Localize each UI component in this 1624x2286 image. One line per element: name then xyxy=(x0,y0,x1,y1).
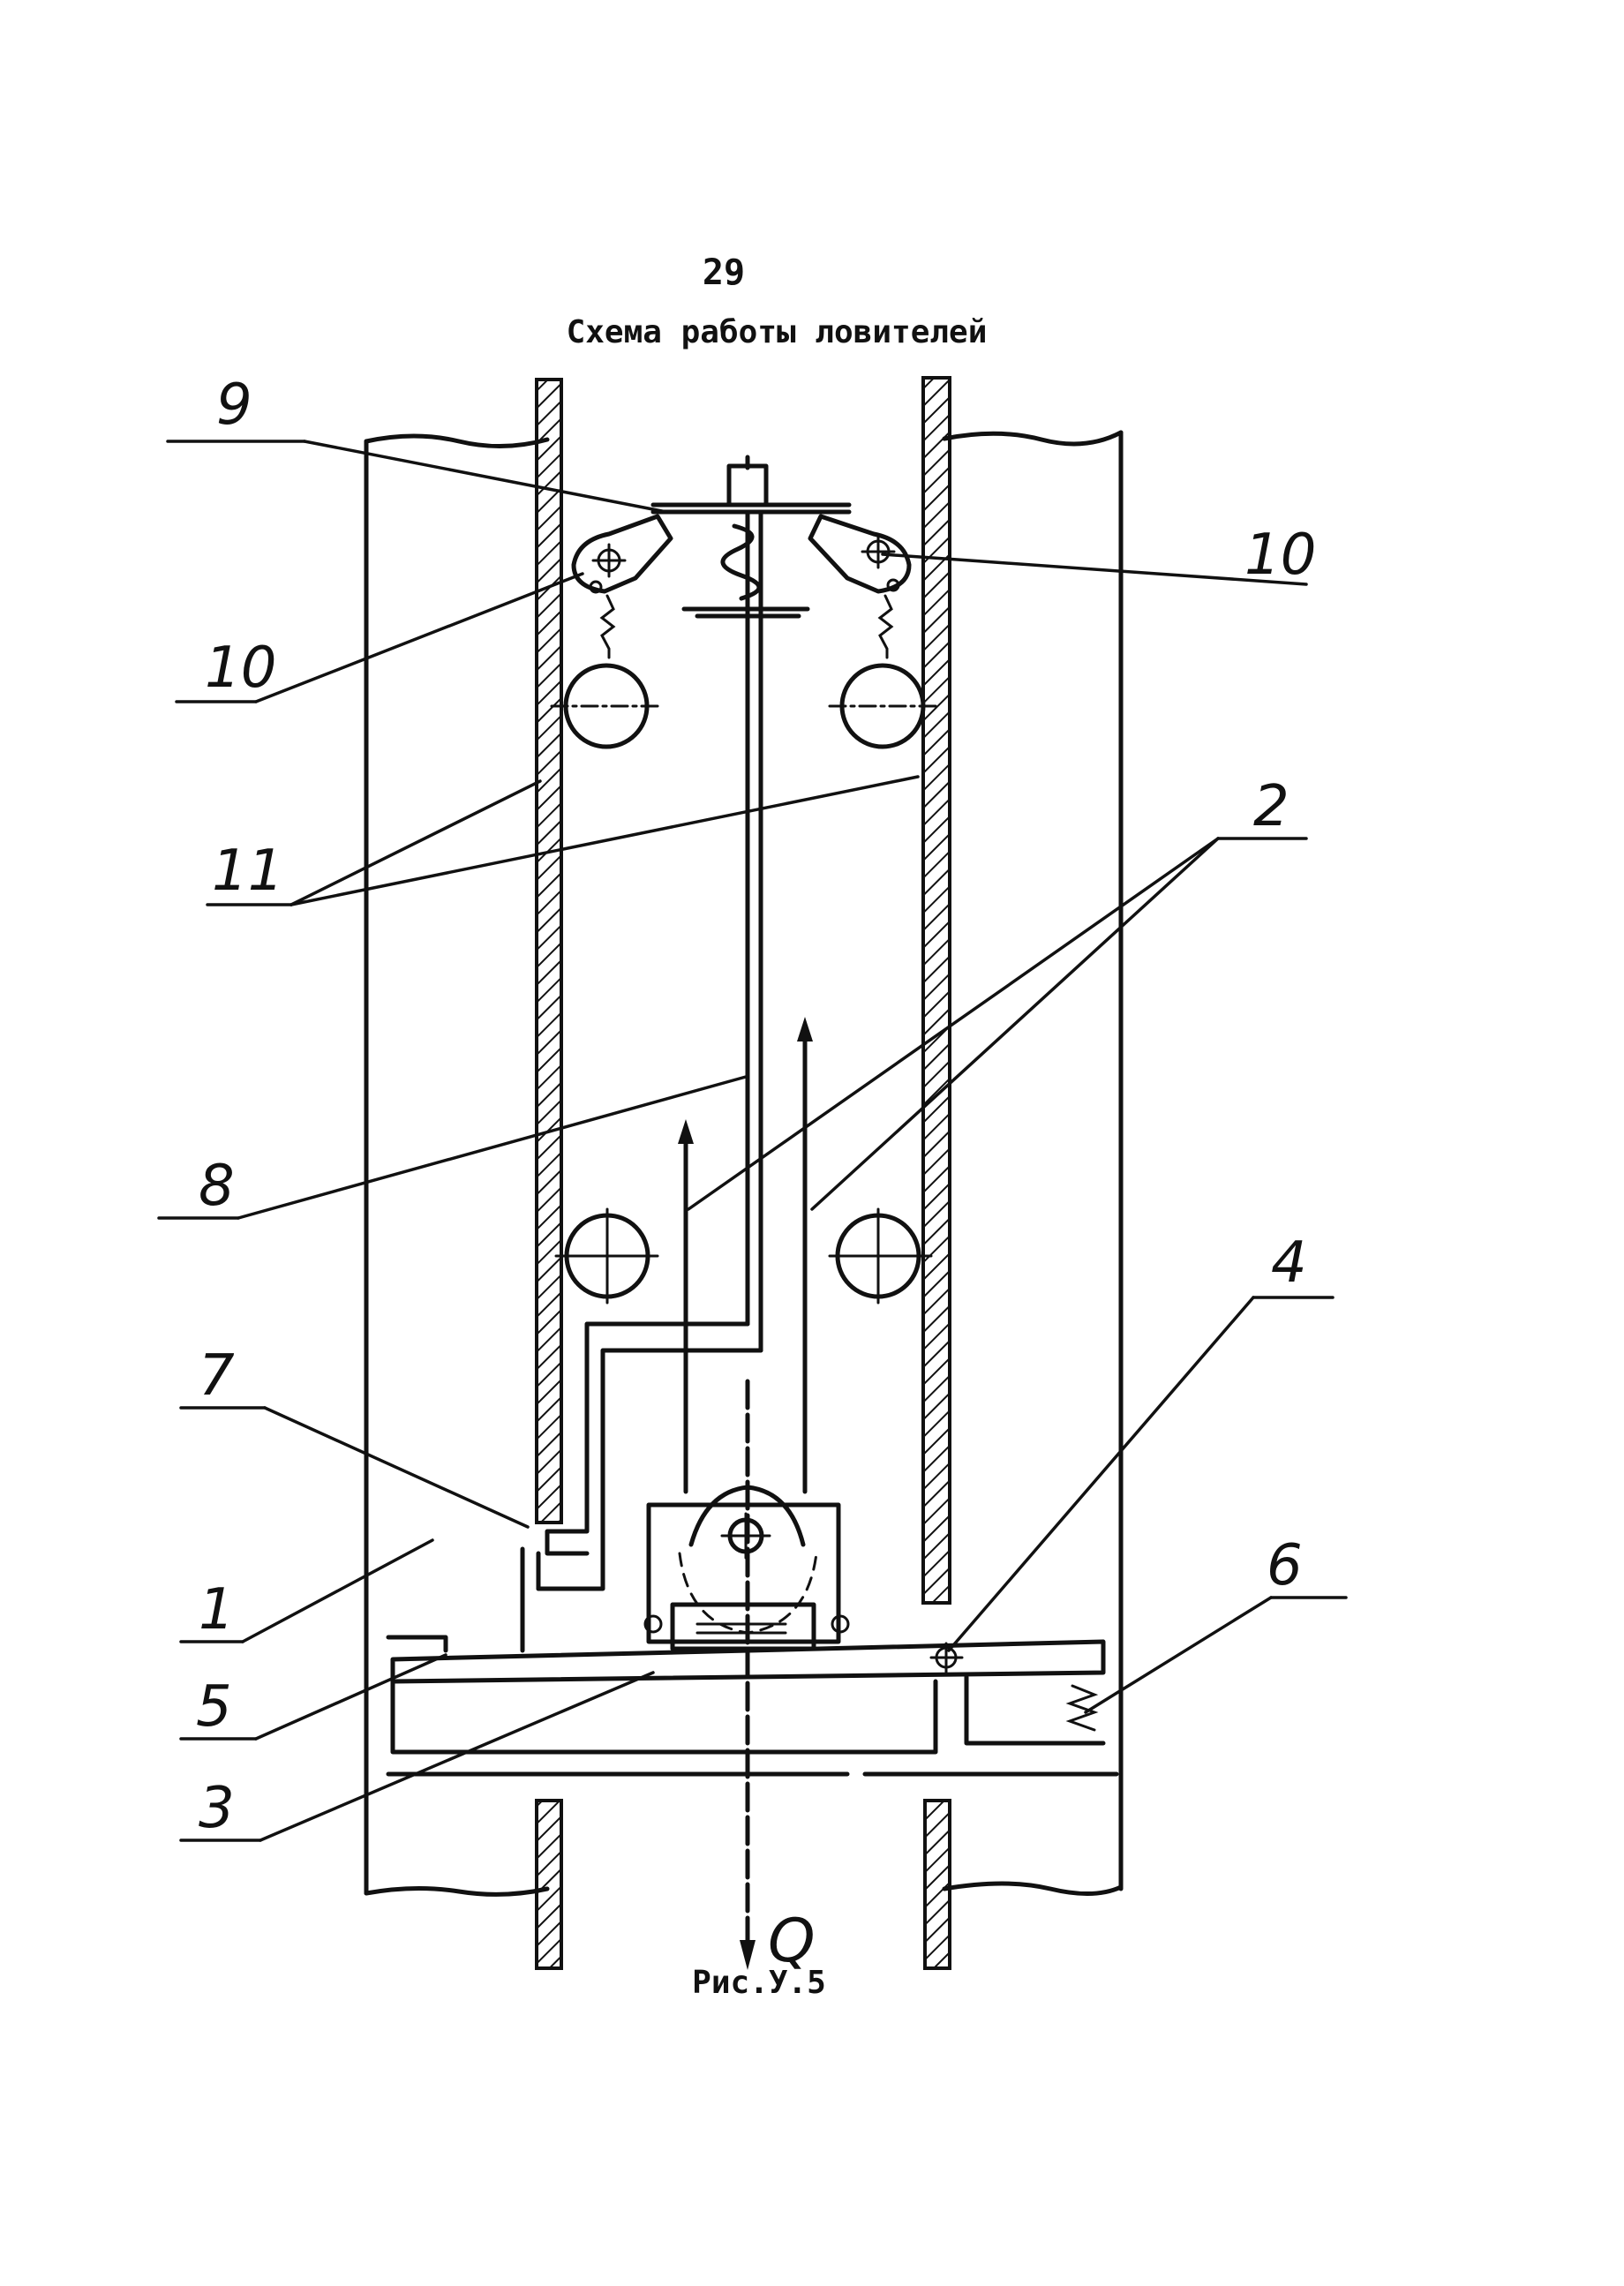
guide-rails xyxy=(535,376,951,1970)
callout-5: 5 xyxy=(196,1674,232,1740)
leader-lines xyxy=(157,440,1348,1842)
callout-3: 3 xyxy=(199,1776,235,1841)
callout-7: 7 xyxy=(199,1343,235,1409)
callout-11: 11 xyxy=(212,838,283,904)
direction-arrows xyxy=(678,1017,813,1494)
page-number: 29 xyxy=(702,252,746,293)
callout-10-right: 10 xyxy=(1244,523,1316,588)
shaft-walls xyxy=(364,430,1124,1897)
force-label-q: Q xyxy=(768,1906,816,1976)
diagram-title: Схема работы ловителей xyxy=(566,314,988,350)
linkage-rod xyxy=(520,1321,763,1653)
callout-4: 4 xyxy=(1271,1230,1307,1296)
callout-10-left: 10 xyxy=(205,635,276,701)
callout-9: 9 xyxy=(216,372,252,438)
callout-2: 2 xyxy=(1253,774,1289,839)
callout-labels: 9 10 10 11 2 8 4 7 6 1 5 3 Q xyxy=(196,372,1316,1976)
callout-1: 1 xyxy=(199,1577,235,1643)
load-arrow xyxy=(740,1379,756,1970)
upper-mechanism xyxy=(571,455,912,1353)
figure-caption: Рис.У.5 xyxy=(692,1965,826,2001)
callout-8: 8 xyxy=(199,1154,235,1219)
car-frame xyxy=(386,1635,1119,1777)
callout-6: 6 xyxy=(1267,1533,1303,1598)
guide-rollers xyxy=(550,663,937,1305)
